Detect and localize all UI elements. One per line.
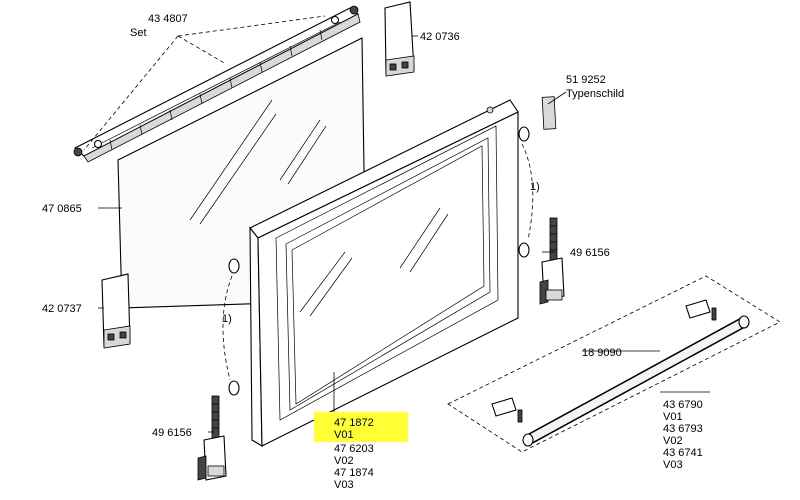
hinge-bracket-left-label: 49 6156	[152, 427, 192, 439]
footnote-marker-lines	[222, 143, 534, 381]
handle-variant-item: 43 6741	[663, 447, 703, 459]
handle-variant-item: V01	[663, 411, 683, 423]
set-number-label: 43 4807	[148, 13, 188, 25]
front-door	[249, 99, 519, 447]
door-highlighted-version: V01	[334, 429, 354, 441]
handle-bar-label: 18 9090	[582, 347, 622, 359]
type-plate-number-label: 51 9252	[566, 74, 606, 86]
door-variant-item: V03	[334, 479, 354, 491]
door-variant-item: 47 6203	[334, 443, 374, 455]
glass-reflection	[189, 99, 327, 225]
door-variant-list: 47 1872 V01 47 6203 V02 47 1874 V03	[334, 417, 374, 491]
door-variant-item: V02	[334, 455, 354, 467]
door-highlighted-number: 47 1872	[334, 417, 374, 429]
top-rail-set	[73, 5, 361, 163]
handle-variant-list: 43 6790 V01 43 6793 V02 43 6741 V03	[663, 399, 703, 471]
footnote-marker-left: 1)	[222, 313, 232, 325]
hinge-bracket-left	[197, 395, 227, 481]
type-plate	[541, 96, 557, 130]
type-plate-note-label: Typenschild	[566, 88, 624, 100]
hinge-left-label: 42 0737	[42, 303, 82, 315]
hinge-top	[384, 1, 415, 77]
handle-bar-group	[447, 275, 781, 453]
handle-variant-item: 43 6790	[663, 399, 703, 411]
leader-lines	[98, 35, 710, 433]
set-note-label: Set	[130, 27, 147, 39]
handle-variant-item: V02	[663, 435, 683, 447]
hinge-top-label: 42 0736	[420, 31, 460, 43]
door-variant-item: 47 1874	[334, 467, 374, 479]
footnote-marker-right: 1)	[530, 181, 540, 193]
highlight-box	[314, 412, 408, 442]
handle-variant-item: V03	[663, 459, 683, 471]
inner-glass-label: 47 0865	[42, 203, 82, 215]
hinge-bracket-right-label: 49 6156	[570, 247, 610, 259]
hinge-bracket-right	[539, 217, 565, 305]
side-pegs	[228, 126, 530, 396]
hinge-left	[101, 273, 131, 349]
set-callout-lines	[83, 15, 326, 151]
handle-variant-item: 43 6793	[663, 423, 703, 435]
